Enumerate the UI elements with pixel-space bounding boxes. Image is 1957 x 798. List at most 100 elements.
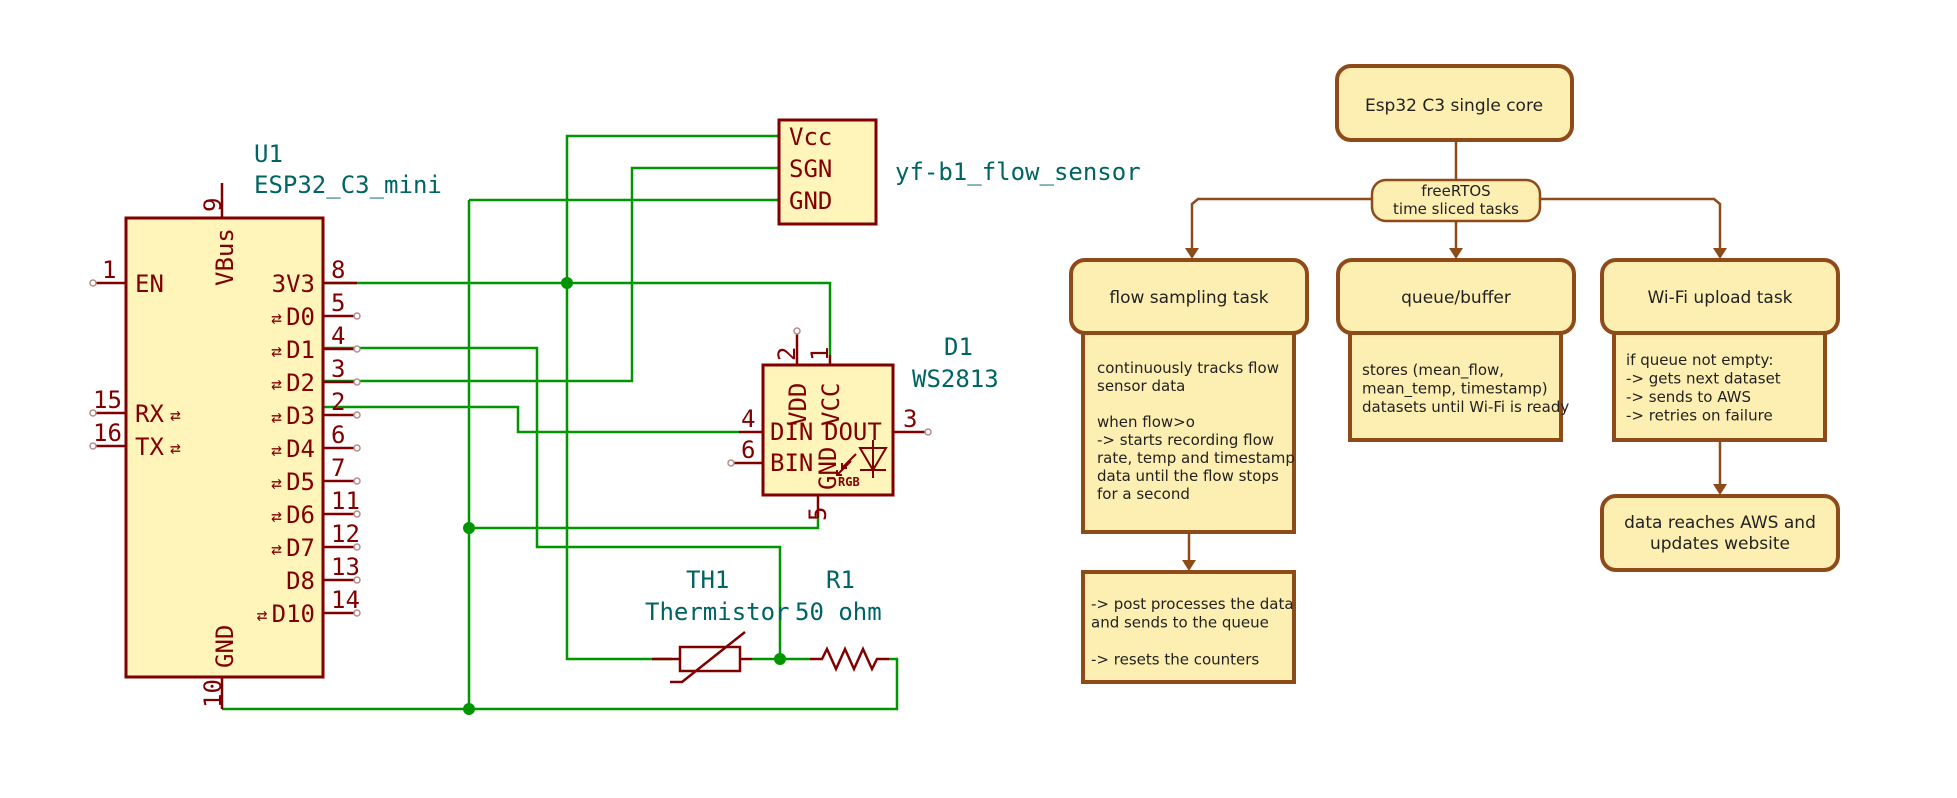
body-line: -> post processes the data (1091, 595, 1294, 613)
pin-number-13: 13 (331, 553, 360, 581)
flow-sensor-pin-sgn: SGN (789, 155, 832, 183)
pin-name-din: DIN (770, 418, 813, 446)
pin-name-d4: D4 (286, 435, 315, 463)
pin-name-d10: D10 (272, 600, 315, 628)
node-header (1336, 258, 1576, 335)
body-line: if queue not empty: (1626, 351, 1773, 369)
junction-dot (561, 277, 573, 289)
r1-reference: R1 (826, 566, 855, 594)
node-body (1081, 328, 1296, 534)
pin-endpoint (89, 279, 97, 287)
pin-endpoint (353, 378, 361, 386)
node-box (1370, 178, 1542, 223)
body-line: -> resets the counters (1091, 651, 1259, 669)
pin-number-4: 4 (331, 322, 345, 350)
flowchart: Esp32 C3 single core freeRTOS time slice… (1069, 64, 1840, 684)
schematic: U1 ESP32_C3_mini 9 VBus 10 GND 1 EN 15 R… (89, 118, 1141, 715)
node-flow-sampling-task: flow sampling task continuously tracks f… (1069, 258, 1309, 534)
pin-name-vbus: VBus (211, 228, 239, 286)
d1-reference: D1 (944, 333, 973, 361)
pin-endpoint (353, 576, 361, 584)
connector-line (1190, 197, 1372, 250)
arrow-head (1185, 248, 1199, 259)
node-header (1600, 258, 1840, 335)
pin-number-16: 16 (93, 419, 122, 447)
wire-3v3-thermistor (565, 283, 672, 661)
body-line: data until the flow stops (1097, 467, 1279, 485)
body-line: -> sends to AWS (1626, 388, 1751, 406)
node-label-line1: freeRTOS (1421, 182, 1490, 200)
u1-value: ESP32_C3_mini (254, 171, 442, 199)
wire-3v3 (323, 281, 832, 355)
pin-number-1: 1 (102, 256, 116, 284)
wire-d2-sgn (323, 166, 779, 383)
pin-number-9: 9 (199, 198, 227, 212)
node-aws: data reaches AWS and updates website (1600, 494, 1840, 572)
body-line: mean_temp, timestamp) (1362, 380, 1548, 399)
u1-body (124, 216, 325, 679)
node-title: flow sampling task (1109, 288, 1268, 308)
pin-number-5: 5 (331, 289, 345, 317)
pin-name-en: EN (135, 270, 164, 298)
wire-gnd-led (469, 518, 820, 530)
pin-name-d2: D2 (286, 369, 315, 397)
pin-name-d5: D5 (286, 468, 315, 496)
resistor-symbol: R1 50 ohm (795, 566, 889, 673)
pin-name-gnd: GND (814, 447, 842, 490)
body-line: sensor data (1097, 377, 1185, 395)
node-label-line2: updates website (1650, 534, 1790, 554)
arrow-head (1182, 560, 1196, 571)
node-freertos: freeRTOS time sliced tasks (1370, 178, 1542, 223)
wires (222, 134, 899, 711)
bidirectional-icon: ⇄ (271, 308, 282, 329)
junction-dot (463, 522, 475, 534)
pin-number-3: 3 (331, 355, 345, 383)
rgb-label: RGB (838, 475, 860, 489)
bidirectional-icon: ⇄ (271, 506, 282, 527)
bidirectional-icon: ⇄ (271, 539, 282, 560)
pin-name-3v3: 3V3 (272, 270, 315, 298)
flow-sensor-body (777, 118, 878, 226)
pin-name-d1: D1 (286, 336, 315, 364)
node-esp32-core: Esp32 C3 single core (1335, 64, 1574, 142)
th1-reference: TH1 (686, 566, 729, 594)
pin-endpoint (924, 428, 932, 436)
pin-number-3: 3 (903, 405, 917, 433)
pin-number-6: 6 (741, 436, 755, 464)
thermistor-symbol: TH1 Thermistor (645, 566, 790, 684)
pin-endpoint (353, 477, 361, 485)
pin-name-d7: D7 (286, 534, 315, 562)
node-queue-buffer: queue/buffer stores (mean_flow,mean_temp… (1336, 258, 1576, 442)
pin-endpoint (353, 312, 361, 320)
body-line: -> gets next dataset (1626, 370, 1781, 388)
bidirectional-icon: ⇄ (271, 440, 282, 461)
body-line: continuously tracks flow (1097, 359, 1279, 377)
bidirectional-icon: ⇄ (257, 605, 268, 626)
flowchart-connectors (1182, 140, 1727, 571)
flow-sensor-value: yf-b1_flow_sensor (895, 158, 1141, 186)
node-body (1612, 328, 1827, 442)
node-wifi-upload-task: Wi-Fi upload task if queue not empty:-> … (1600, 258, 1840, 442)
pin-name-bin: BIN (770, 449, 813, 477)
body-line: -> starts recording flow (1097, 431, 1274, 449)
pin-endpoint (353, 345, 361, 353)
esp32-c3-mini-symbol: U1 ESP32_C3_mini 9 VBus 10 GND 1 EN 15 R… (89, 140, 442, 709)
pin-number-12: 12 (331, 520, 360, 548)
th1-value: Thermistor (645, 598, 790, 626)
pin-endpoint (353, 609, 361, 617)
flow-sensor-symbol: Vcc SGN GND yf-b1_flow_sensor (777, 118, 1141, 226)
pin-name-vcc: VCC (817, 383, 845, 426)
u1-left-pins: 1 EN 15 RX ⇄ 16 TX ⇄ (89, 256, 181, 461)
pin-name-d0: D0 (286, 303, 315, 331)
pin-name-d6: D6 (286, 501, 315, 529)
pin-number-11: 11 (331, 487, 360, 515)
wire-gnd-main (222, 657, 899, 711)
body-line: stores (mean_flow, (1362, 361, 1504, 380)
node-body (1081, 570, 1296, 684)
pin-number-4: 4 (741, 405, 755, 433)
bidirectional-icon: ⇄ (271, 341, 282, 362)
wire-d3-din (323, 405, 739, 434)
pin-endpoint (353, 510, 361, 518)
